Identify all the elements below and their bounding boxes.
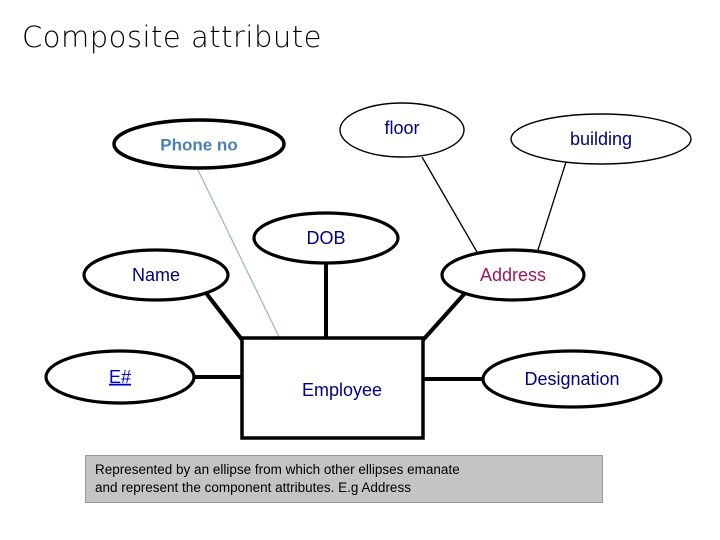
connector-floor-address [421, 156, 478, 253]
attribute-floor[interactable]: floor [339, 102, 465, 158]
attribute-address-shape [440, 248, 586, 302]
entity-employee-shape [240, 336, 425, 440]
attribute-e-number[interactable]: E# [44, 349, 196, 405]
attribute-dob-shape [252, 211, 400, 265]
attribute-address-label: Address [480, 265, 546, 285]
connector-name-employee [204, 291, 245, 343]
entity-employee[interactable]: Employee [240, 336, 425, 440]
caption-box: Represented by an ellipse from which oth… [85, 455, 603, 503]
attribute-e-number-label: E# [109, 367, 131, 387]
attribute-phone-no-shape [112, 118, 286, 170]
attribute-building-label: building [570, 129, 632, 149]
attribute-floor-label: floor [384, 118, 419, 138]
attribute-phone-no[interactable]: Phone no [112, 118, 286, 170]
caption-line-2: and represent the component attributes. … [95, 480, 411, 495]
attribute-name-label: Name [132, 265, 180, 285]
attribute-building-shape [510, 113, 692, 165]
attribute-name-shape [82, 248, 230, 302]
attribute-building[interactable]: building [510, 113, 692, 165]
attribute-designation-label: Designation [524, 369, 619, 389]
attribute-dob-label: DOB [306, 228, 345, 248]
connector-building-address [536, 161, 567, 254]
entity-employee-label: Employee [302, 380, 382, 400]
attribute-phone-no-label: Phone no [160, 135, 237, 154]
attribute-e-number-shape [44, 349, 196, 405]
attribute-name[interactable]: Name [82, 248, 230, 302]
page-title: Composite attribute [22, 20, 322, 54]
attribute-address[interactable]: Address [440, 248, 586, 302]
connector-phone-no-employee [196, 167, 284, 346]
attribute-dob[interactable]: DOB [252, 211, 400, 265]
connector-address-employee [421, 290, 468, 342]
caption-line-1: Represented by an ellipse from which oth… [95, 462, 460, 477]
attribute-designation[interactable]: Designation [481, 349, 663, 409]
attribute-floor-shape [339, 102, 465, 158]
attribute-designation-shape [481, 349, 663, 409]
